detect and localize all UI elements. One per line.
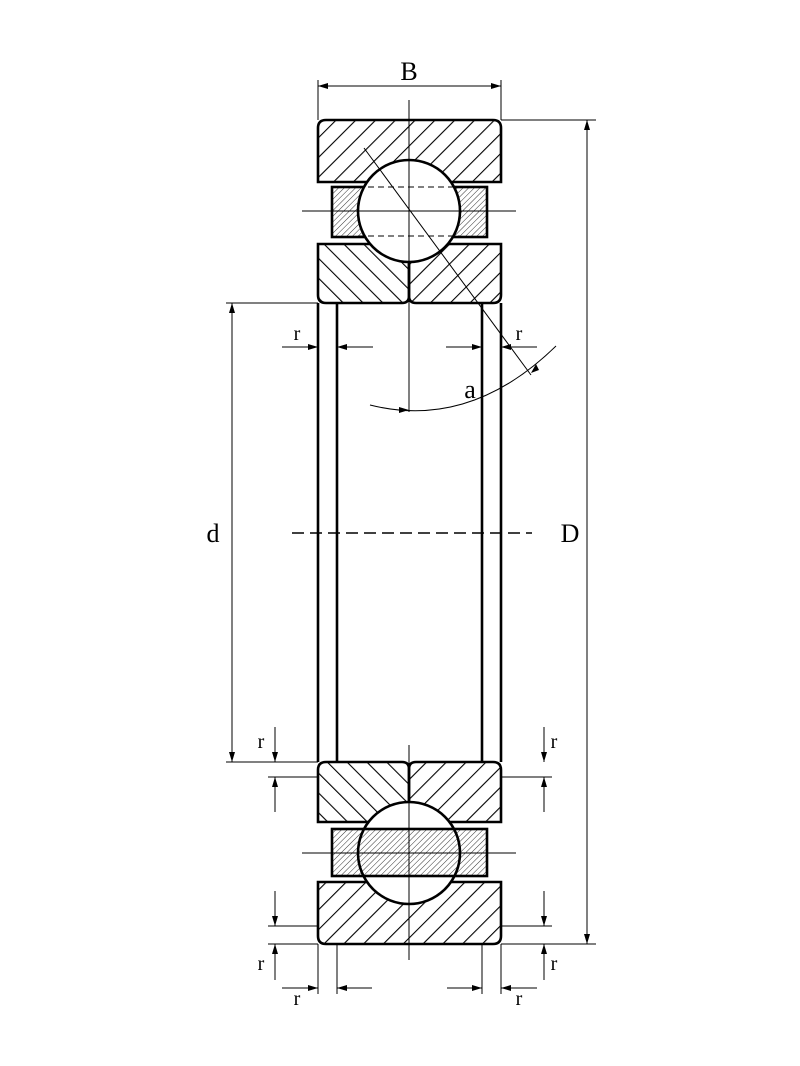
label-r: r — [516, 323, 523, 345]
label-r: r — [294, 988, 301, 1010]
label-r: r — [516, 988, 523, 1010]
label-B: B — [400, 57, 417, 86]
label-r: r — [551, 953, 558, 975]
dim-contact-angle: a — [363, 147, 557, 413]
label-r: r — [258, 731, 265, 753]
label-r: r — [294, 323, 301, 345]
contact-line — [363, 147, 532, 376]
label-D: D — [561, 519, 580, 548]
label-r: r — [258, 953, 265, 975]
dim-B: B — [317, 57, 502, 120]
dim-d: d — [207, 302, 318, 763]
dim-D: D — [501, 119, 596, 945]
label-r: r — [551, 731, 558, 753]
dim-r-top: r r — [282, 323, 537, 350]
label-a: a — [464, 375, 476, 404]
label-d: d — [207, 519, 220, 548]
dim-r-bottom: r r r r r r — [258, 727, 558, 1010]
angle-arc — [369, 345, 557, 412]
